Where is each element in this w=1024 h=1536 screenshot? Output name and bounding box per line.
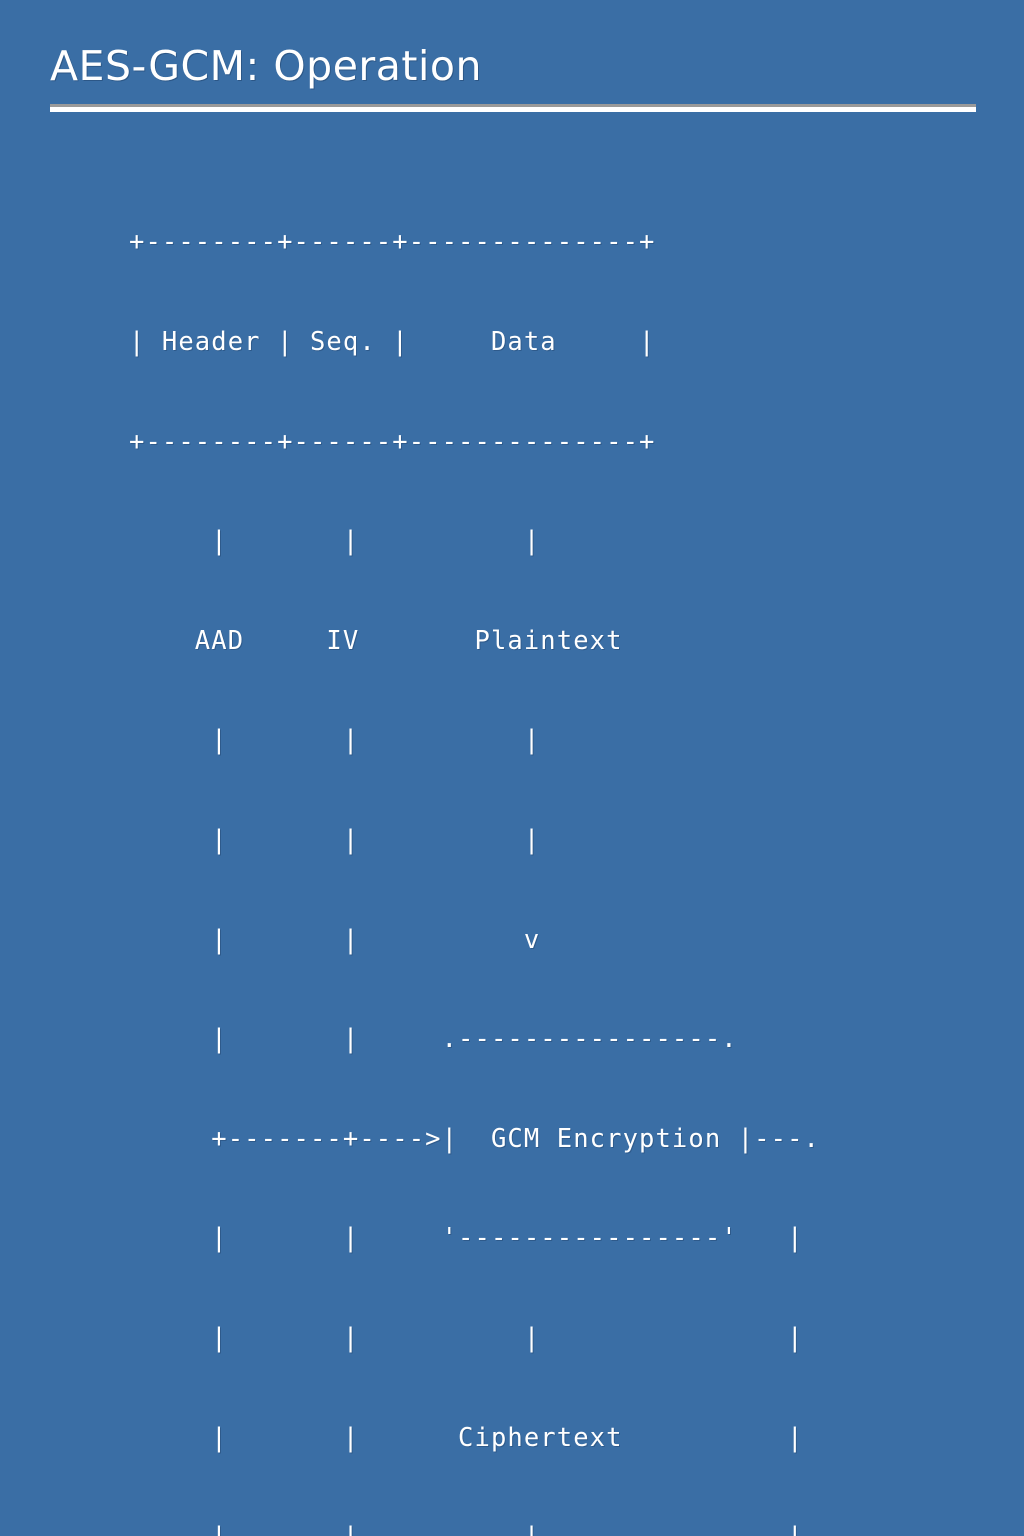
- diagram-line-input-box-top: +--------+------+--------------+: [129, 227, 656, 258]
- diagram-line-plaintext-arrow: | | v: [129, 924, 541, 955]
- diagram-line-connector-2: | | |: [129, 725, 541, 756]
- slide-canvas: AES-GCM: Operation +--------+------+----…: [50, 40, 978, 1536]
- diagram-line-gcm-box-bottom: | | '----------------' |: [129, 1223, 804, 1254]
- diagram-line-connector-5: | | | |: [129, 1521, 820, 1536]
- diagram-line-gcm-box-label: +-------+---->| GCM Encryption |---.: [129, 1123, 820, 1154]
- diagram-line-ciphertext-label: | | Ciphertext |: [129, 1422, 804, 1453]
- aes-gcm-ascii-diagram: +--------+------+--------------+ | Heade…: [129, 160, 820, 1536]
- diagram-line-signal-labels: AAD IV Plaintext: [129, 625, 623, 656]
- diagram-line-connector-3: | | |: [129, 824, 541, 855]
- diagram-line-input-box-bottom: +--------+------+--------------+: [129, 426, 656, 457]
- diagram-line-input-box-fields: | Header | Seq. | Data |: [129, 327, 656, 357]
- diagram-line-connector-1: | | |: [129, 526, 541, 557]
- diagram-line-gcm-box-top: | | .----------------.: [129, 1024, 738, 1055]
- title-underline-rule: [50, 104, 976, 112]
- diagram-line-connector-4: | | | |: [129, 1322, 804, 1353]
- title-block: AES-GCM: Operation: [50, 40, 978, 112]
- page-title: AES-GCM: Operation: [50, 42, 482, 90]
